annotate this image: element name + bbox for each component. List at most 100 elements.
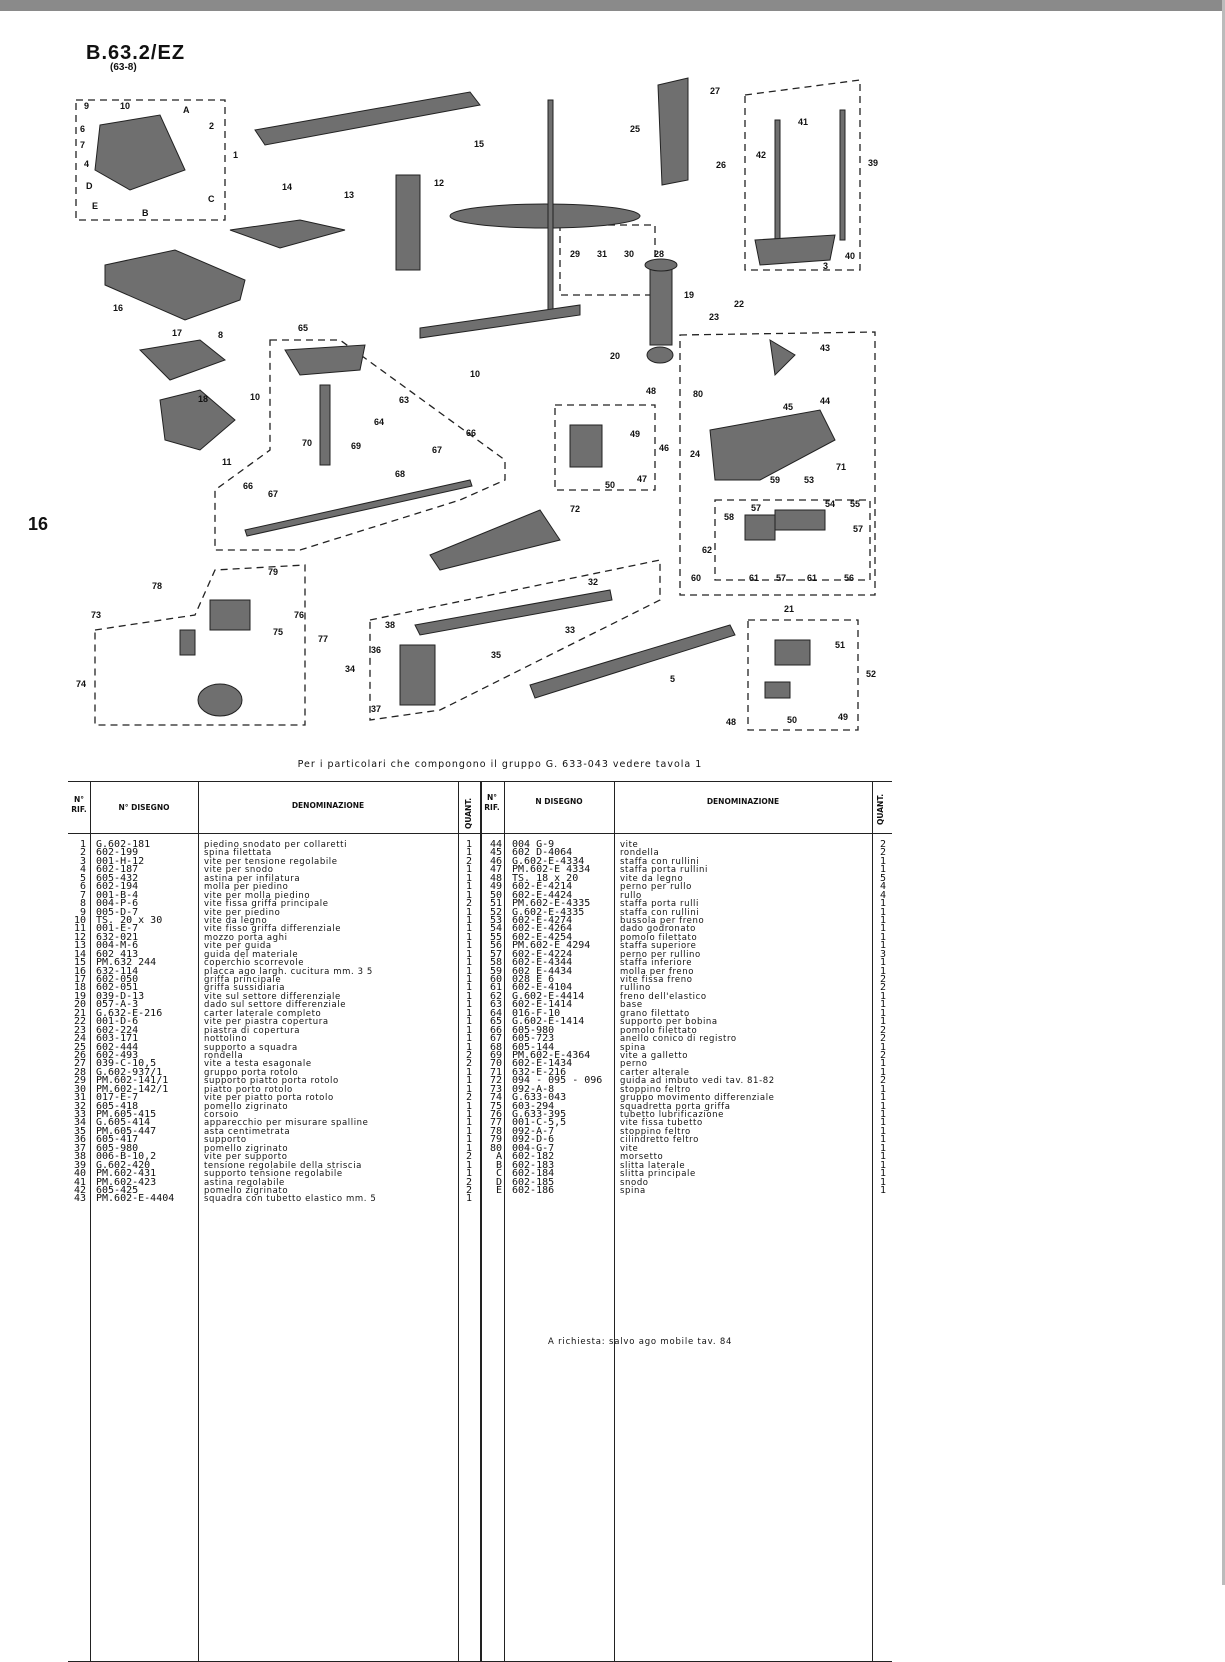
svg-text:61: 61 xyxy=(749,573,759,583)
table-cell-left-34-3: 1 xyxy=(466,1125,473,1137)
svg-text:10: 10 xyxy=(470,369,480,379)
table-cell-right-41-1: 602-186 xyxy=(512,1184,555,1196)
table-cell-right-22-2: pomolo filettato xyxy=(620,1025,698,1036)
table-cell-right-18-3: 1 xyxy=(880,990,887,1002)
table-cell-right-20-2: grano filettato xyxy=(620,1008,690,1019)
parts-table: N° RIF. N° DISEGNO DENOMINAZIONE QUANT. … xyxy=(68,781,892,1662)
svg-text:38: 38 xyxy=(385,620,395,630)
table-cell-right-17-0: 61 xyxy=(489,982,502,994)
table-cell-right-5-3: 4 xyxy=(880,881,887,893)
table-cell-right-21-3: 1 xyxy=(880,1016,887,1028)
table-cell-right-9-0: 53 xyxy=(489,914,502,926)
table-cell-right-17-3: 2 xyxy=(880,982,887,994)
table-cell-right-31-3: 1 xyxy=(880,1100,887,1112)
table-cell-right-31-0: 75 xyxy=(489,1100,502,1112)
table-cell-right-1-0: 45 xyxy=(489,847,502,859)
svg-text:69: 69 xyxy=(351,441,361,451)
table-cell-right-27-1: 632-E-216 xyxy=(512,1066,567,1078)
svg-text:11: 11 xyxy=(222,457,232,467)
table-cell-left-10-1: 001-E-7 xyxy=(96,923,139,935)
table-cell-left-39-0: 40 xyxy=(73,1168,86,1180)
svg-text:50: 50 xyxy=(605,480,615,490)
table-cell-left-19-3: 1 xyxy=(466,999,473,1011)
table-cell-left-21-3: 1 xyxy=(466,1016,473,1028)
table-cell-right-19-0: 63 xyxy=(489,999,502,1011)
table-cell-left-28-2: supporto piatto porta rotolo xyxy=(204,1076,339,1087)
table-cell-right-25-0: 69 xyxy=(489,1049,502,1061)
svg-text:66: 66 xyxy=(466,428,476,438)
table-cell-right-14-2: staffa inferiore xyxy=(620,958,693,969)
table-cell-left-24-2: supporto a squadra xyxy=(204,1042,298,1053)
table-cell-right-41-2: spina xyxy=(620,1185,646,1196)
table-cell-left-7-1: 004-P-6 xyxy=(96,898,139,910)
table-cell-right-9-1: 602-E-4274 xyxy=(512,914,573,926)
table-cell-right-5-0: 49 xyxy=(489,881,502,893)
table-cell-left-10-0: 11 xyxy=(73,923,86,935)
table-cell-left-27-1: G.602-937/1 xyxy=(96,1066,163,1078)
table-cell-right-4-1: TS. 18 x 20 xyxy=(512,872,579,884)
table-cell-left-17-2: griffa sussidiaria xyxy=(204,983,286,994)
table-cell-left-16-1: 602-050 xyxy=(96,974,139,985)
table-cell-left-23-0: 24 xyxy=(73,1033,86,1045)
table-cell-left-12-3: 1 xyxy=(466,940,473,952)
table-cell-left-30-1: 017-E-7 xyxy=(96,1092,139,1104)
table-cell-right-27-3: 1 xyxy=(880,1066,887,1078)
table-cell-left-14-0: 15 xyxy=(73,957,86,969)
table-cell-left-5-3: 1 xyxy=(466,881,473,893)
table-cell-right-2-2: staffa con rullini xyxy=(620,856,700,867)
table-cell-right-10-0: 54 xyxy=(489,923,502,935)
table-cell-left-40-1: PM.602-423 xyxy=(96,1176,157,1188)
svg-text:40: 40 xyxy=(845,251,855,261)
table-cell-left-12-1: 004-M-6 xyxy=(96,940,139,952)
table-cell-right-15-0: 59 xyxy=(489,965,502,977)
svg-text:57: 57 xyxy=(751,503,761,513)
table-caption: Per i particolari che compongono il grup… xyxy=(297,759,703,770)
table-cell-right-1-1: 602 D-4064 xyxy=(512,847,573,859)
table-cell-right-1-2: rondella xyxy=(620,848,660,859)
table-cell-left-30-3: 2 xyxy=(466,1092,473,1104)
table-cell-left-2-1: 001-H-12 xyxy=(96,855,145,867)
table-cell-right-11-3: 1 xyxy=(880,931,887,943)
svg-text:20: 20 xyxy=(610,351,620,361)
table-cell-left-39-2: supporto tensione regolabile xyxy=(204,1169,343,1180)
svg-text:61: 61 xyxy=(807,573,817,583)
table-cell-right-3-1: PM.602-E 4334 xyxy=(512,864,591,876)
svg-text:47: 47 xyxy=(637,474,647,484)
table-cell-left-13-3: 1 xyxy=(466,948,473,960)
table-cell-left-19-0: 20 xyxy=(73,999,86,1011)
svg-text:36: 36 xyxy=(371,645,381,655)
table-cell-right-29-0: 73 xyxy=(489,1083,502,1095)
table-cell-left-33-2: apparecchio per misurare spalline xyxy=(204,1118,369,1129)
svg-text:10: 10 xyxy=(120,101,130,111)
svg-text:58: 58 xyxy=(724,512,734,522)
table-cell-right-39-3: 1 xyxy=(880,1168,887,1180)
table-cell-right-13-3: 3 xyxy=(880,948,887,960)
table-cell-right-38-3: 1 xyxy=(880,1159,887,1171)
table-cell-right-13-0: 57 xyxy=(489,948,502,960)
table-cell-left-1-2: spina filettata xyxy=(204,848,272,859)
svg-text:57: 57 xyxy=(776,573,786,583)
table-cell-right-26-1: 602-E-1434 xyxy=(512,1058,573,1070)
table-cell-left-42-1: PM.602-E-4404 xyxy=(96,1193,175,1205)
svg-text:48: 48 xyxy=(646,386,656,396)
table-cell-right-3-0: 47 xyxy=(489,864,502,876)
svg-text:14: 14 xyxy=(282,182,292,192)
table-cell-right-34-2: stoppino feltro xyxy=(620,1126,691,1137)
table-cell-left-20-1: G.632-E-216 xyxy=(96,1007,163,1019)
table-cell-left-14-2: coperchio scorrevole xyxy=(204,958,305,969)
table-cell-right-21-0: 65 xyxy=(489,1016,502,1028)
table-cell-left-11-0: 12 xyxy=(73,931,86,943)
svg-text:49: 49 xyxy=(838,712,848,722)
table-cell-left-37-1: 006-B-10,2 xyxy=(96,1151,157,1163)
table-cell-right-23-1: 605-723 xyxy=(512,1033,555,1045)
table-cell-left-33-1: G.605-414 xyxy=(96,1117,151,1129)
table-cell-left-22-2: piastra di copertura xyxy=(204,1025,301,1036)
table-cell-left-11-1: 632-021 xyxy=(96,931,139,943)
table-cell-right-2-1: G.602-E-4334 xyxy=(512,855,585,867)
model-code: B.63.2/EZ xyxy=(86,42,186,64)
table-cell-right-7-1: PM.602-E-4335 xyxy=(512,898,591,910)
table-cell-left-41-0: 42 xyxy=(73,1184,86,1196)
